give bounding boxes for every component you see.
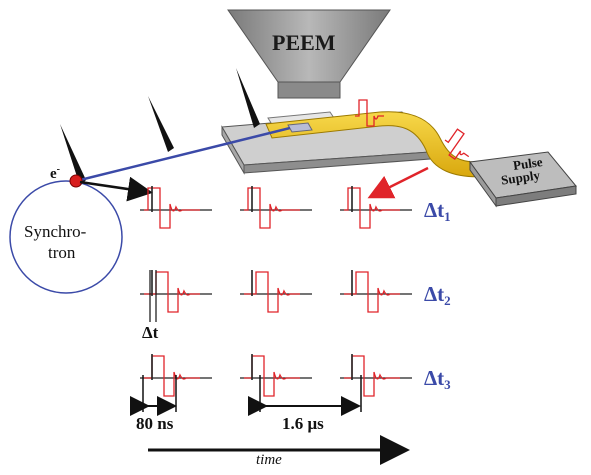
- peem-label: PEEM: [272, 30, 336, 55]
- pulse-width-label: 80 ns: [136, 414, 174, 433]
- period-label: 1.6 μs: [282, 414, 324, 433]
- current-pulse-trace: [244, 271, 300, 313]
- delta-t-label: Δt: [142, 323, 159, 342]
- time-axis-label: time: [256, 452, 282, 468]
- pulse-cell: [340, 354, 412, 397]
- strip-pulses: [355, 99, 470, 160]
- electron-label: e-: [50, 164, 61, 182]
- delta-t-marker: [149, 270, 157, 322]
- peem-detector: [227, 9, 391, 99]
- synchrotron-label-1: Synchro-: [24, 222, 87, 241]
- pulse-width-bracket: [130, 375, 177, 416]
- delay-label-2: Δt2: [424, 282, 451, 308]
- current-pulse-trace: [144, 271, 200, 313]
- electron-dot: [69, 174, 83, 188]
- pulse-cell: [240, 270, 312, 313]
- current-pulse-trace: [244, 187, 300, 229]
- xray-flashes: [60, 68, 260, 186]
- supply-to-grid-arrow: [367, 166, 429, 199]
- pulse-cell: [240, 354, 312, 397]
- strip-pulse-trace: [355, 99, 384, 127]
- pulse-grid: [140, 186, 412, 397]
- pulse-cell: [340, 270, 412, 313]
- xray-beam: [75, 126, 291, 183]
- current-pulse-trace: [344, 271, 400, 313]
- pulse-cell: [140, 186, 212, 229]
- synchrotron-ring: [9, 180, 123, 294]
- synchrotron-label-2: tron: [48, 243, 76, 262]
- period-bracket: [248, 375, 362, 416]
- pulse-cell: [140, 270, 212, 313]
- delay-label-1: Δt1: [424, 198, 451, 224]
- current-pulse-trace: [344, 187, 400, 229]
- pulse-cell: [240, 186, 312, 229]
- current-pulse-trace: [144, 187, 200, 229]
- current-pulse-trace: [344, 355, 400, 397]
- pulse-supply-box: [469, 151, 577, 208]
- delay-label-3: Δt3: [424, 366, 451, 392]
- pulse-cell: [340, 186, 412, 229]
- beam-to-grid-arrow: [79, 176, 153, 202]
- strip-pulse-trace: [444, 128, 470, 160]
